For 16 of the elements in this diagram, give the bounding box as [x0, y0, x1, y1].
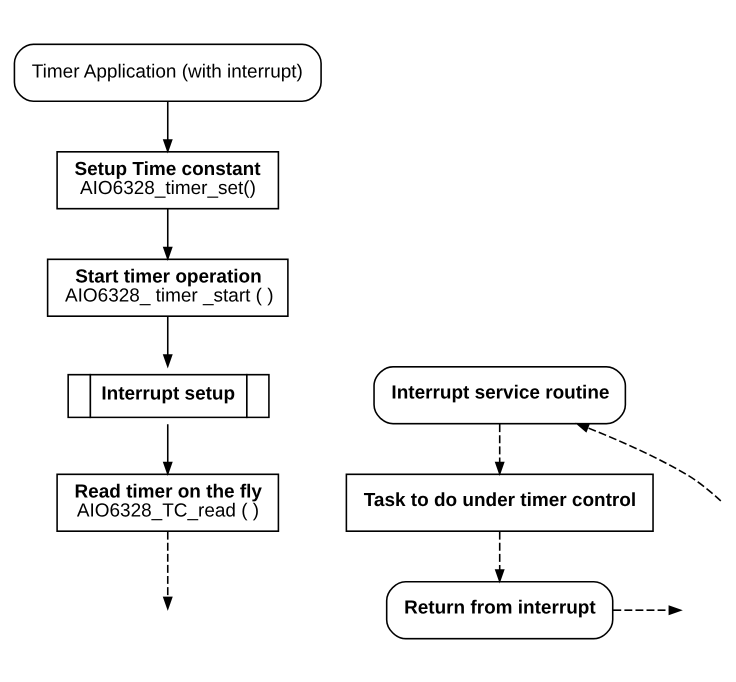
arrow: [162, 208, 173, 260]
arrow: [494, 424, 505, 476]
node-box: Interrupt service routine: [373, 366, 626, 424]
node-box: Start timer operation AIO6328_ timer _start ( ): [46, 258, 289, 316]
node-box: Return from interrupt: [386, 580, 614, 639]
arrow: [613, 604, 683, 615]
arrow: [162, 531, 173, 610]
arrow: [162, 316, 173, 368]
arrow: [162, 424, 173, 476]
node-box: Read timer on the fly AIO6328_TC_read ( ): [56, 472, 280, 532]
node-box: Task to do under timer control: [346, 472, 654, 532]
arrow: [162, 101, 173, 153]
arrow: [574, 422, 722, 502]
node-box: Setup Time constant AIO6328_timer_set(): [56, 150, 280, 209]
node-box: Timer Application (with interrupt): [14, 43, 322, 102]
arrow: [494, 531, 505, 583]
